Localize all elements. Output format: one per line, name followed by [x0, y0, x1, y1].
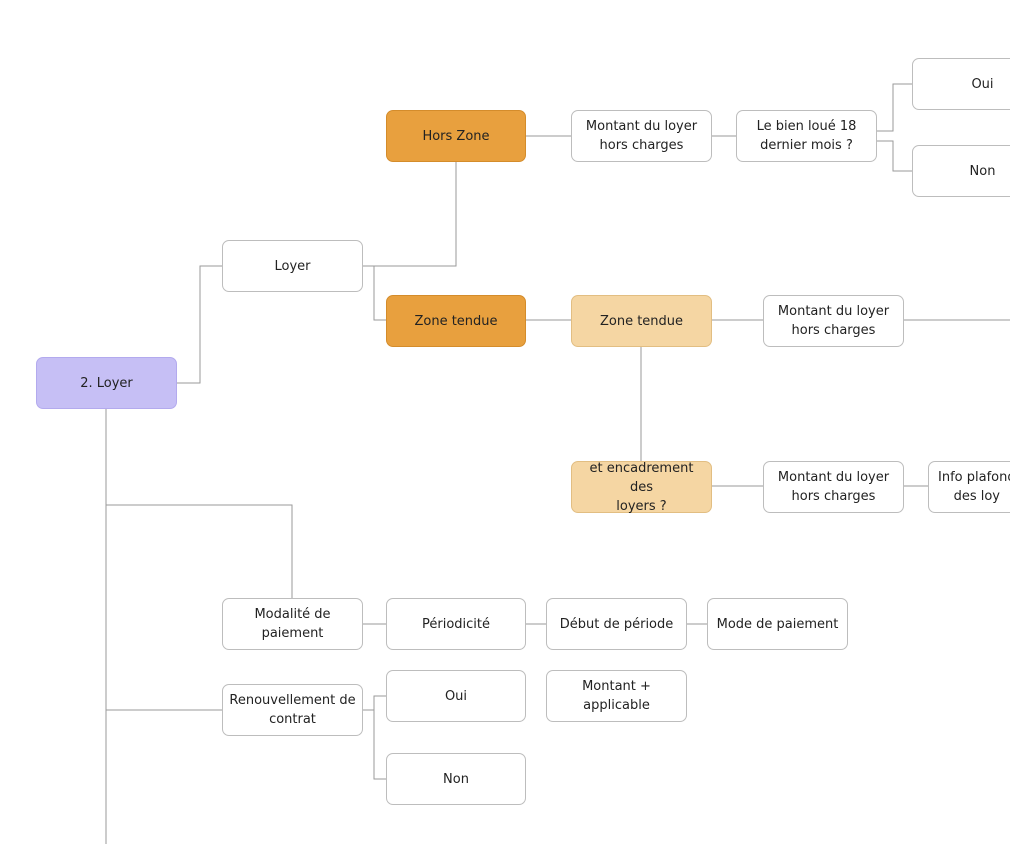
- root-node[interactable]: 2. Loyer: [36, 357, 177, 409]
- connector-horszone-loyer: [363, 161, 457, 267]
- mode-paiement-node[interactable]: Mode de paiement: [707, 598, 848, 650]
- encadrement-node[interactable]: et encadrement des loyers ?: [571, 461, 712, 514]
- debut-periode-node[interactable]: Début de période: [546, 598, 687, 650]
- renouvellement-oui-node[interactable]: Oui: [386, 670, 526, 722]
- zone-tendue-light-node[interactable]: Zone tendue: [571, 295, 712, 347]
- renouvellement-non-node[interactable]: Non: [386, 753, 526, 805]
- connector-ren-oui: [363, 695, 386, 711]
- connector-loyer-zonetendue: [373, 266, 386, 321]
- renouvellement-node[interactable]: Renouvellement de contrat: [222, 684, 363, 736]
- connector-bienloue-oui: [876, 83, 912, 132]
- hors-zone-oui-node[interactable]: Oui: [912, 58, 1010, 110]
- loyer-node[interactable]: Loyer: [222, 240, 363, 292]
- renouvellement-montant-node[interactable]: Montant + applicable: [546, 670, 687, 722]
- connector-root-loyer: [176, 265, 222, 384]
- zone-tendue-dark-node[interactable]: Zone tendue: [386, 295, 526, 347]
- hors-zone-node[interactable]: Hors Zone: [386, 110, 526, 162]
- connector-ren-non: [373, 710, 386, 780]
- periodicite-node[interactable]: Périodicité: [386, 598, 526, 650]
- zone-tendue-montant-node[interactable]: Montant du loyer hors charges: [763, 295, 904, 347]
- hors-zone-non-node[interactable]: Non: [912, 145, 1010, 197]
- connector-bienloue-non: [876, 140, 912, 172]
- hors-zone-montant-node[interactable]: Montant du loyer hors charges: [571, 110, 712, 162]
- bien-loue-node[interactable]: Le bien loué 18 dernier mois ?: [736, 110, 877, 162]
- modalite-node[interactable]: Modalité de paiement: [222, 598, 363, 650]
- connector-trunk-modalite: [106, 504, 293, 598]
- encadrement-montant-node[interactable]: Montant du loyer hors charges: [763, 461, 904, 513]
